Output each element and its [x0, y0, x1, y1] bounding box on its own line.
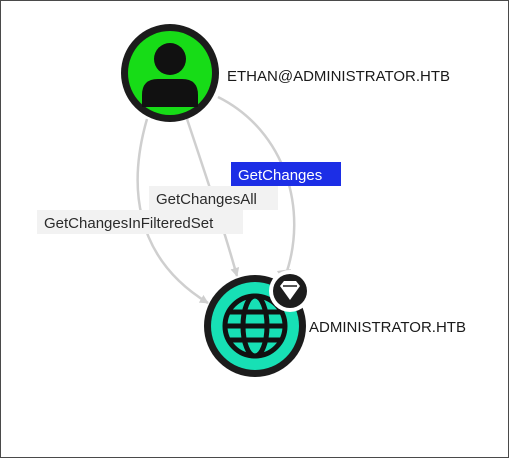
user-icon — [142, 43, 198, 107]
node-label-user: ETHAN@ADMINISTRATOR.HTB — [227, 68, 450, 85]
globe-icon — [222, 293, 288, 359]
edge-label-text: GetChangesAll — [156, 191, 257, 208]
edge-label-getchangesinfilteredset[interactable]: GetChangesInFilteredSet — [37, 210, 243, 234]
gem-icon — [280, 281, 300, 300]
high-value-badge[interactable] — [269, 270, 311, 312]
node-user-ethan[interactable] — [121, 24, 219, 122]
edge-label-text: GetChangesInFilteredSet — [44, 215, 214, 232]
edge-label-getchangesall[interactable]: GetChangesAll — [149, 186, 278, 210]
edge-label-text: GetChanges — [238, 167, 322, 184]
node-label-domain: ADMINISTRATOR.HTB — [309, 319, 466, 336]
edge-label-getchanges[interactable]: GetChanges — [231, 162, 341, 186]
